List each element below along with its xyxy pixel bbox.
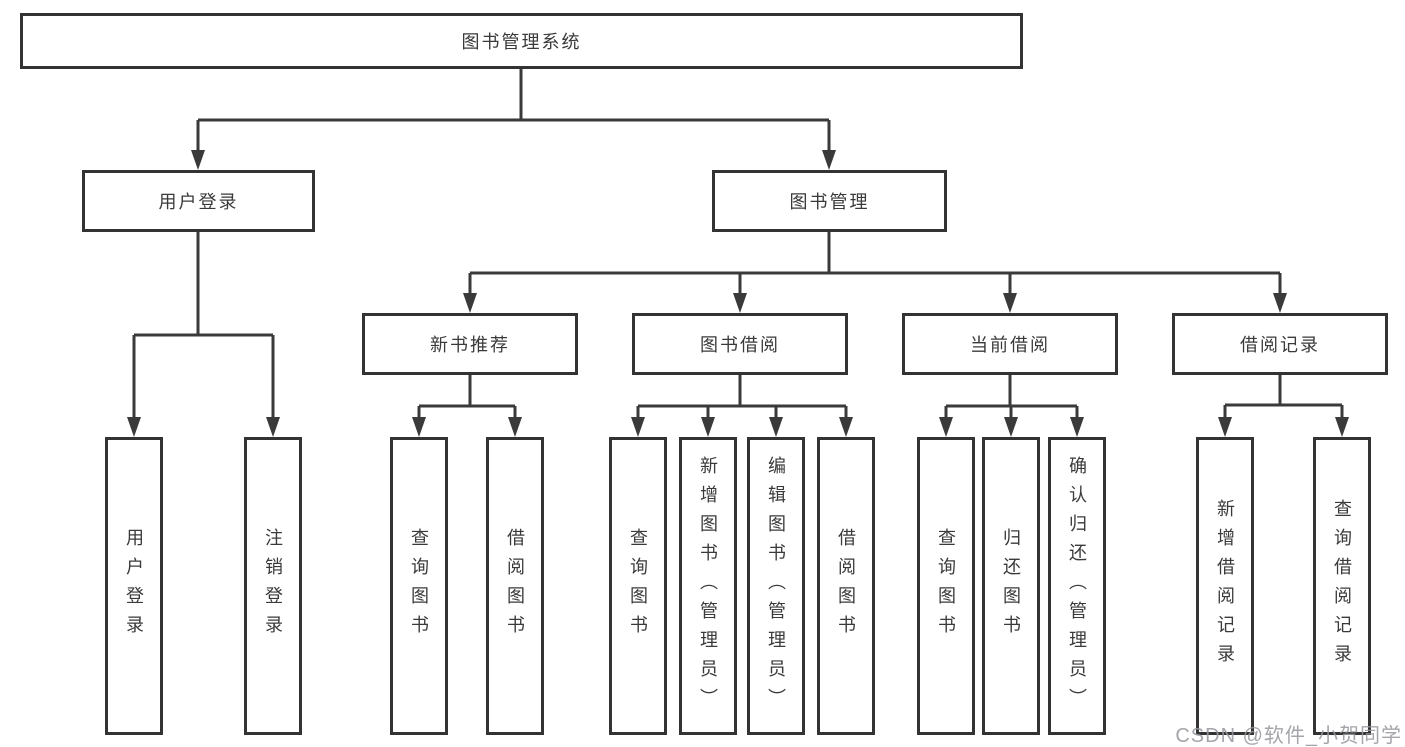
node-label: 查询图书 xyxy=(936,528,956,644)
node-label: 图书借阅 xyxy=(700,335,780,355)
connector-userlogin-to-leaves xyxy=(132,232,275,421)
arrowhead-icon xyxy=(839,417,853,437)
node-label: 借阅图书 xyxy=(505,528,525,644)
leaf-query-borrow-record: 查询借阅记录 xyxy=(1313,437,1371,735)
node-label: 编辑图书（管理员） xyxy=(766,455,786,717)
node-label: 新增借阅记录 xyxy=(1215,499,1235,673)
connector-newbook-to-leaves xyxy=(417,375,517,421)
node-label: 借阅图书 xyxy=(836,528,856,644)
arrowhead-icon xyxy=(822,150,836,170)
node-book-borrowing: 图书借阅 xyxy=(632,313,848,375)
node-label: 新书推荐 xyxy=(430,335,510,355)
leaf-query-books-current: 查询图书 xyxy=(917,437,975,735)
arrowhead-icon xyxy=(1004,417,1018,437)
leaf-query-books-recommend: 查询图书 xyxy=(390,437,448,735)
leaf-return-book: 归还图书 xyxy=(982,437,1040,735)
arrowhead-icon xyxy=(463,293,477,313)
leaf-confirm-return-admin: 确认归还（管理员） xyxy=(1048,437,1106,735)
node-borrowing-records: 借阅记录 xyxy=(1172,313,1388,375)
connector-currentborrow-to-leaves xyxy=(944,375,1079,421)
csdn-watermark: CSDN @软件_小贺同学 xyxy=(1175,725,1402,747)
arrowhead-icon xyxy=(631,417,645,437)
connector-records-to-leaves xyxy=(1223,375,1344,421)
node-label: 查询图书 xyxy=(409,528,429,644)
arrowhead-icon xyxy=(1003,293,1017,313)
node-label: 当前借阅 xyxy=(970,335,1050,355)
arrowhead-icon xyxy=(508,417,522,437)
connector-root-to-level2 xyxy=(196,69,831,154)
leaf-add-book-admin: 新增图书（管理员） xyxy=(679,437,737,735)
arrowhead-icon xyxy=(939,417,953,437)
arrowheads xyxy=(127,150,1349,437)
node-label: 图书管理系统 xyxy=(461,32,582,52)
leaf-logout: 注销登录 xyxy=(244,437,302,735)
arrowhead-icon xyxy=(1335,417,1349,437)
arrowhead-icon xyxy=(127,417,141,437)
node-label: 用户登录 xyxy=(124,528,144,644)
node-book-management: 图书管理 xyxy=(712,170,947,232)
arrowhead-icon xyxy=(733,293,747,313)
arrowhead-icon xyxy=(701,417,715,437)
connector-bookborrow-to-leaves xyxy=(636,375,848,421)
node-user-login: 用户登录 xyxy=(82,170,315,232)
arrowhead-icon xyxy=(769,417,783,437)
node-label: 图书管理 xyxy=(789,192,870,212)
leaf-borrow-books: 借阅图书 xyxy=(817,437,875,735)
leaf-add-borrow-record: 新增借阅记录 xyxy=(1196,437,1254,735)
leaf-query-books-borrow: 查询图书 xyxy=(609,437,667,735)
arrowhead-icon xyxy=(1273,293,1287,313)
connector-bookmgmt-to-level3 xyxy=(468,232,1282,297)
arrowhead-icon xyxy=(191,150,205,170)
node-label: 查询图书 xyxy=(628,528,648,644)
node-library-management-system: 图书管理系统 xyxy=(20,13,1023,69)
node-label: 新增图书（管理员） xyxy=(698,455,718,717)
arrowhead-icon xyxy=(1218,417,1232,437)
node-label: 归还图书 xyxy=(1001,528,1021,644)
node-label: 确认归还（管理员） xyxy=(1067,455,1087,717)
connector-paths xyxy=(132,69,1344,421)
node-label: 查询借阅记录 xyxy=(1332,499,1352,673)
leaf-borrow-books-recommend: 借阅图书 xyxy=(486,437,544,735)
node-label: 用户登录 xyxy=(158,192,239,212)
node-new-book-recommendation: 新书推荐 xyxy=(362,313,578,375)
arrowhead-icon xyxy=(412,417,426,437)
node-label: 注销登录 xyxy=(263,528,283,644)
arrowhead-icon xyxy=(266,417,280,437)
leaf-edit-book-admin: 编辑图书（管理员） xyxy=(747,437,805,735)
arrowhead-icon xyxy=(1070,417,1084,437)
node-label: 借阅记录 xyxy=(1240,335,1320,355)
node-current-borrowing: 当前借阅 xyxy=(902,313,1118,375)
leaf-user-login: 用户登录 xyxy=(105,437,163,735)
